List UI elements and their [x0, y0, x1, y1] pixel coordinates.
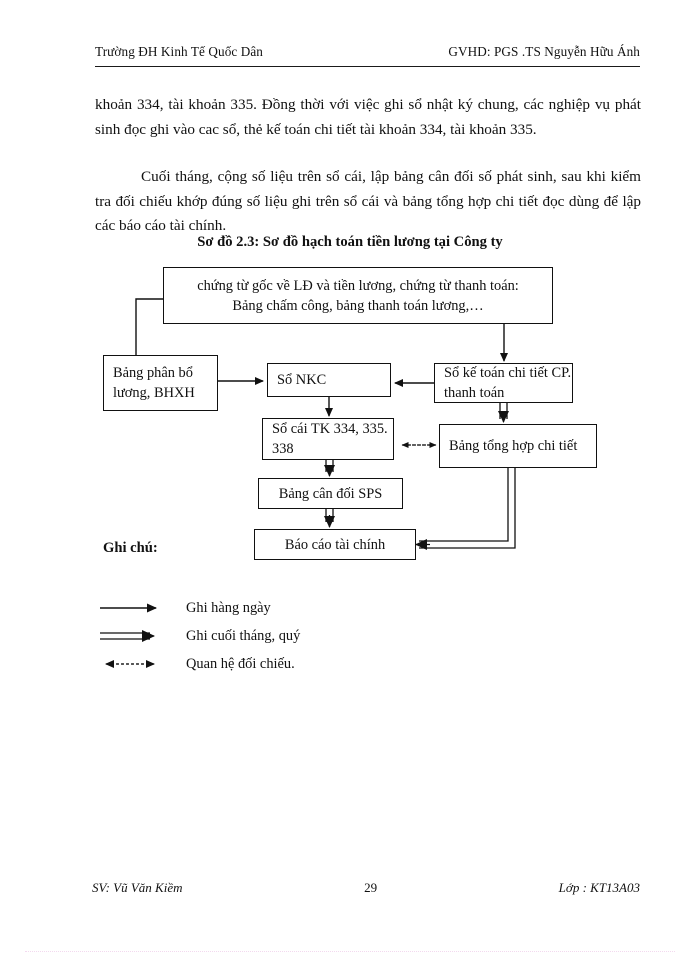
node-summary-label: Bảng tổng hợp chi tiết [449, 438, 578, 454]
node-balance-label: Bảng cân đối SPS [278, 485, 383, 502]
diagram-node-source-documents: chứng từ gốc về LĐ và tiền lương, chứng … [163, 267, 553, 324]
node-source-line-1: chứng từ gốc về LĐ và tiền lương, chứng … [197, 277, 519, 294]
diagram-node-general-journal: Sổ NKC [267, 363, 391, 397]
dashed-double-headed-arrow-icon [98, 655, 170, 673]
connector-balance-to-report [324, 509, 335, 528]
body-paragraph-2: Cuối tháng, cộng số liệu trên sổ cái, lậ… [95, 168, 641, 234]
node-report-label: Báo cáo tài chính [284, 536, 386, 553]
connector-ledger-to-balance [324, 460, 335, 477]
node-journal-label: Sổ NKC [277, 372, 327, 388]
page-footer: SV: Vũ Văn Kiềm 29 Lớp : KT13A03 [92, 880, 640, 896]
header-left-text: Trường ĐH Kinh Tế Quốc Dân [95, 44, 264, 59]
body-paragraph-1: khoản 334, tài khoản 335. Đồng thời với … [95, 96, 641, 138]
legend-item-daily: Ghi hàng ngày [98, 594, 398, 622]
legend-title: Ghi chú: [103, 540, 158, 556]
legend: Ghi hàng ngày Ghi cuối tháng, quý [98, 594, 398, 678]
diagram-node-general-ledger: Sổ cái TK 334, 335. 338 [262, 418, 394, 460]
connector-source-to-allocation [135, 298, 163, 355]
node-allocation-label: Bảng phân bổ lương, BHXH [113, 365, 195, 401]
page-header: Trường ĐH Kinh Tế Quốc Dân GVHD: PGS .TS… [95, 44, 640, 60]
diagram-node-detail-summary: Bảng tổng hợp chi tiết [439, 424, 597, 468]
footer-class: Lớp : KT13A03 [558, 880, 640, 895]
header-divider [95, 66, 640, 67]
page-bottom-divider [25, 951, 675, 952]
footer-page-number: 29 [364, 880, 378, 895]
header-right-text: GVHD: PGS .TS Nguyễn Hữu Ánh [448, 44, 640, 59]
diagram-title: Sơ đồ 2.3: Sơ đồ hạch toán tiền lương tạ… [197, 234, 503, 250]
diagram-node-trial-balance: Bảng cân đối SPS [258, 478, 403, 509]
node-ledger-label: Sổ cái TK 334, 335. 338 [272, 421, 388, 457]
node-detail-label: Sổ kế toán chi tiết CP. thanh toán [444, 365, 572, 401]
legend-label-monthly: Ghi cuối tháng, quý [186, 627, 301, 644]
footer-student-name: SV: Vũ Văn Kiềm [92, 880, 183, 895]
node-source-line-2: Bảng chấm công, bảng thanh toán lương,… [232, 297, 484, 314]
legend-label-crosscheck: Quan hệ đối chiếu. [186, 655, 295, 672]
double-arrow-icon [98, 627, 170, 645]
diagram-node-allocation-table: Bảng phân bổ lương, BHXH [103, 355, 218, 411]
diagram-node-financial-report: Báo cáo tài chính [254, 529, 416, 560]
legend-label-daily: Ghi hàng ngày [186, 599, 271, 616]
legend-item-monthly: Ghi cuối tháng, quý [98, 622, 398, 650]
diagram-node-detail-book: Sổ kế toán chi tiết CP. thanh toán [434, 363, 573, 403]
legend-item-crosscheck: Quan hệ đối chiếu. [98, 650, 398, 678]
single-arrow-icon [98, 599, 170, 617]
connector-summary-to-report [415, 468, 516, 550]
connector-detail-to-summary [498, 403, 509, 423]
